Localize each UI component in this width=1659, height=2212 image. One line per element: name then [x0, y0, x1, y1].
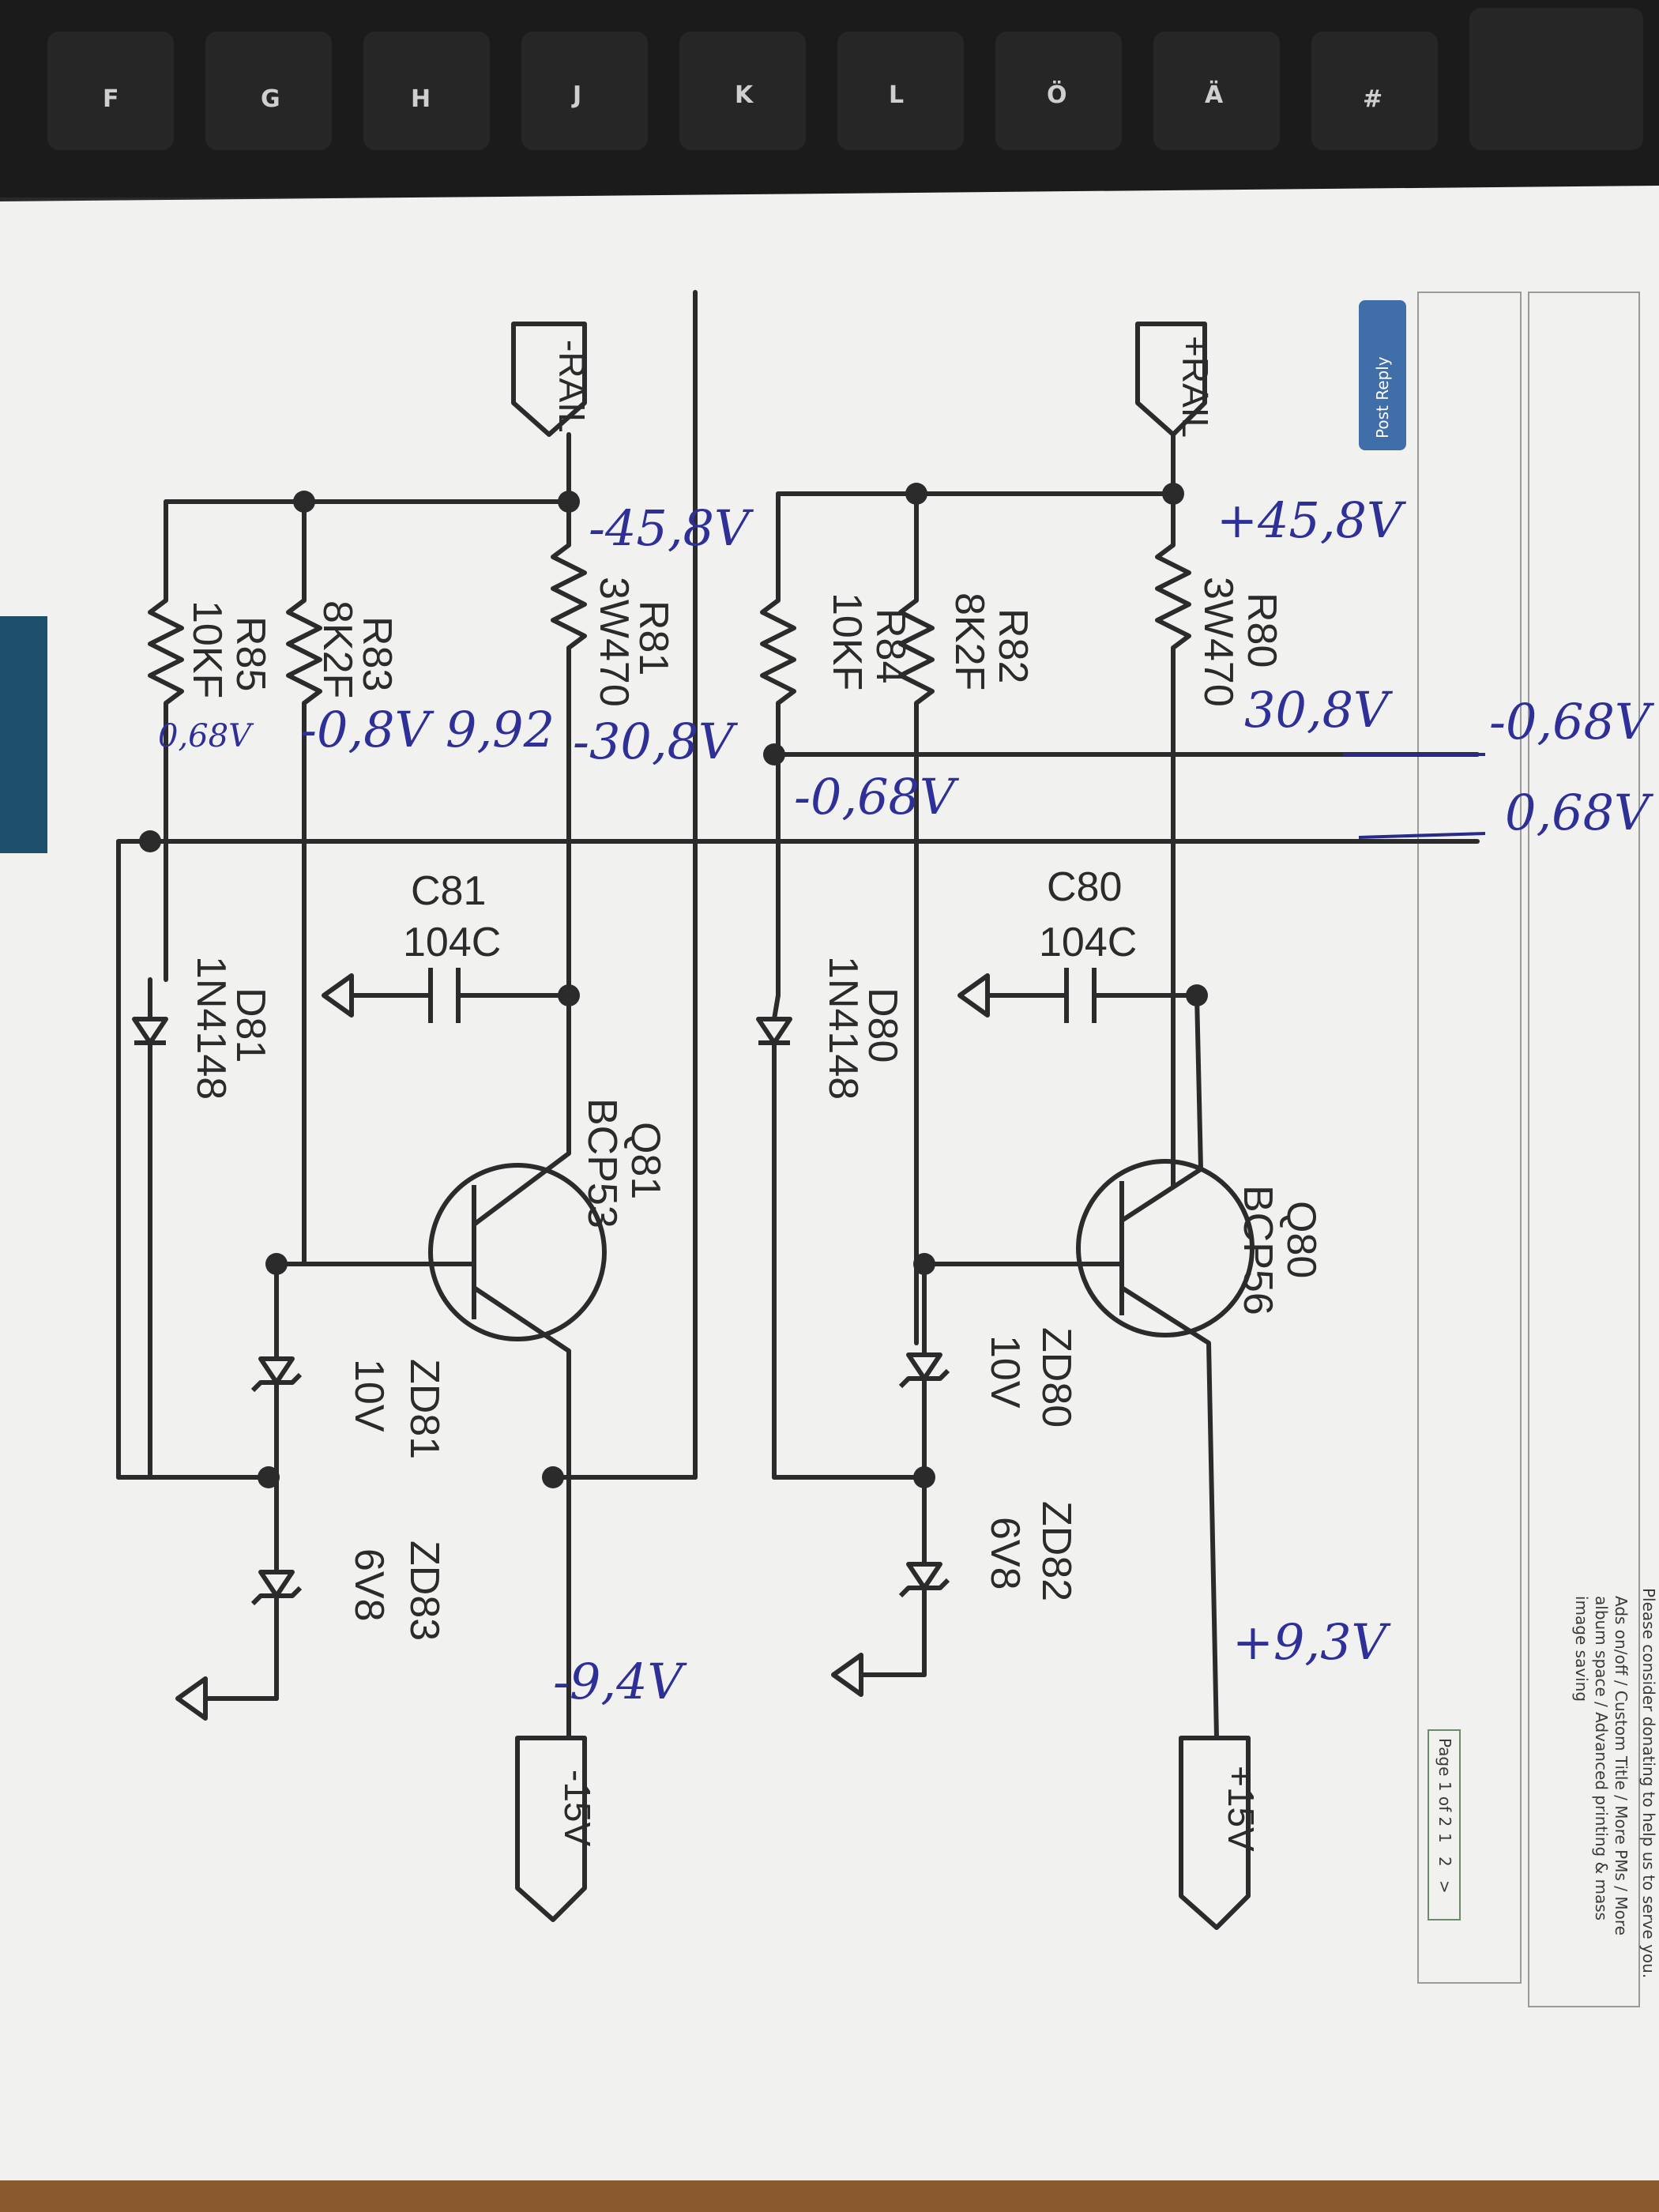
r83-resistor [286, 598, 322, 705]
right-top-voltage: -0,68V [1489, 693, 1655, 750]
pos-out-voltage: +9,3V [1232, 1613, 1392, 1671]
key-h: H [411, 85, 431, 113]
zd81-value: 10V [346, 1359, 392, 1432]
neg-out-voltage: -9,4V [553, 1653, 688, 1710]
zd83-value: 6V8 [346, 1548, 392, 1622]
r80-name: R80 [1239, 592, 1285, 668]
zd82-value: 6V8 [982, 1517, 1028, 1590]
c80-value: 104C [1039, 920, 1137, 965]
desk-edge [0, 2180, 1659, 2212]
pos-rail-tag [1135, 322, 1207, 437]
donate-note: Please consider donating to help us to s… [1639, 1588, 1658, 1978]
zd82-name: ZD82 [1033, 1501, 1079, 1601]
negative-regulator: -RAIL R81 3W470 R83 8K2F R85 10KF D81 1N… [116, 290, 698, 1922]
next-page-link[interactable]: > [1435, 1880, 1454, 1894]
r81-value: 3W470 [591, 577, 637, 707]
ads-note-line-3: image saving [1572, 1596, 1591, 1702]
zd81-name: ZD81 [401, 1359, 447, 1459]
pos-mid-voltage: 30,8V [1244, 681, 1394, 739]
c81-value: 104C [403, 920, 501, 965]
pos-out-label: +15V [1221, 1766, 1262, 1852]
q80-transistor [1076, 1159, 1255, 1337]
background-object [0, 616, 47, 853]
gnd-zd83 [175, 1676, 208, 1721]
pos-rail-voltage: +45,8V [1217, 491, 1407, 549]
r82-resistor [898, 598, 935, 705]
key-hash: # [1363, 85, 1382, 113]
key-g: G [261, 85, 280, 113]
gnd-zd82 [831, 1653, 863, 1697]
pagination-box [1428, 1729, 1461, 1920]
key-k: K [735, 81, 754, 109]
pos-out-tag [1179, 1736, 1251, 1930]
pagination-label: Page 1 of 2 [1435, 1738, 1454, 1826]
r84-name: R84 [867, 608, 913, 683]
neg-divider-voltage: -0,8V 9,92 [300, 701, 555, 758]
r83-name: R83 [354, 616, 400, 691]
page-2-link[interactable]: 2 [1435, 1856, 1454, 1867]
ads-note-line-1: Ads on/off / Custom Title / More PMs / M… [1612, 1596, 1631, 1936]
c81-name: C81 [411, 868, 486, 914]
key-f: F [103, 85, 119, 113]
neg-out-label: -15V [557, 1770, 598, 1846]
d80-value: 1N4148 [820, 956, 866, 1100]
neg-rail-voltage: -45,8V [589, 499, 754, 557]
zd83-name: ZD83 [401, 1540, 447, 1641]
q80-value: BCP56 [1235, 1185, 1281, 1315]
r85-name: R85 [228, 616, 273, 691]
pos-rail-label: +RAIL [1175, 336, 1216, 438]
neg-mid-voltage: -30,8V [573, 713, 739, 770]
neg-r85-voltage: 0,68V [158, 718, 254, 754]
r83-value: 8K2F [314, 600, 360, 698]
zd80-value: 10V [982, 1335, 1028, 1409]
key-j: J [571, 81, 581, 109]
r85-resistor [148, 598, 184, 705]
r81-resistor [551, 543, 587, 650]
r84-value: 10KF [824, 592, 870, 690]
forum-ui: Post Reply Please consider donating to h… [1359, 292, 1658, 2007]
handwritten-annotations: -45,8V -30,8V -0,8V 9,92 0,68V -9,4V +45… [158, 491, 1655, 1710]
d80-name: D80 [860, 988, 905, 1063]
key-oe: Ö [1047, 80, 1067, 109]
forum-panel-border [1417, 292, 1522, 1984]
q81-transistor [428, 1163, 607, 1341]
ads-note-line-2: album space / Advanced printing & mass [1592, 1596, 1611, 1920]
r85-value: 10KF [184, 600, 230, 698]
zd82-zener [906, 1562, 942, 1590]
neg-rail-tag [511, 322, 587, 437]
pos-divider-voltage: -0,68V [794, 768, 960, 826]
c80-name: C80 [1047, 864, 1122, 910]
zd80-name: ZD80 [1033, 1327, 1079, 1428]
r82-name: R82 [990, 608, 1036, 683]
page-1-link[interactable]: 1 [1435, 1833, 1454, 1843]
gnd-c81 [322, 973, 354, 1018]
key-l: L [889, 81, 904, 109]
r80-resistor [1155, 543, 1191, 650]
zd80-zener [906, 1352, 942, 1381]
q80-name: Q80 [1278, 1201, 1324, 1278]
post-reply-label: Post Reply [1373, 356, 1392, 438]
r80-value: 3W470 [1195, 577, 1241, 707]
neg-out-tag [515, 1736, 587, 1922]
paper-sheet [0, 186, 1659, 2212]
key-ae: Ä [1205, 81, 1224, 109]
d81-name: D81 [228, 988, 273, 1063]
right-bottom-voltage: 0,68V [1505, 784, 1654, 841]
gnd-c80 [957, 973, 990, 1018]
d81-value: 1N4148 [188, 956, 234, 1100]
positive-regulator: +RAIL R80 3W470 R82 8K2F R84 10KF D80 1N… [756, 322, 1480, 1930]
q81-value: BCP53 [579, 1098, 625, 1228]
zd83-zener [258, 1570, 295, 1598]
q81-name: Q81 [623, 1122, 668, 1199]
keyboard-keys: F G H J K L Ö Ä # [47, 8, 1643, 150]
neg-rail-label: -RAIL [551, 340, 592, 433]
post-reply-button[interactable] [1359, 300, 1406, 450]
forum-sidebar-border [1528, 292, 1640, 2007]
r81-name: R81 [630, 600, 676, 675]
r84-resistor [760, 598, 796, 705]
zd81-zener [258, 1356, 295, 1385]
r82-value: 8K2F [946, 592, 992, 690]
